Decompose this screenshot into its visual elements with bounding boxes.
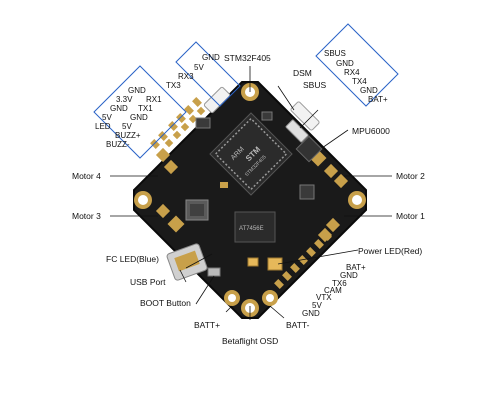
label-motor4: Motor 4 (72, 171, 101, 181)
osd-chip: AT7456E (234, 211, 276, 243)
pin-tx3: TX3 (166, 81, 181, 90)
label-boot-button: BOOT Button (140, 298, 191, 308)
pad-gnd-1: GND (340, 271, 358, 280)
pin-5v-1: 5V (102, 113, 112, 122)
pin-gnd-1: GND (128, 86, 146, 95)
pin-gnd-r2: GND (360, 86, 378, 95)
pad-cam: CAM (324, 286, 342, 295)
pinout-box-right: SBUS GND RX4 TX4 GND BAT+ (315, 23, 399, 107)
pinout-bottom-right: BAT+ GND TX6 CAM VTX 5V GND (302, 263, 366, 318)
label-osd: Betaflight OSD (222, 336, 278, 346)
label-usb-port: USB Port (130, 277, 166, 287)
pad-gnd-2: GND (302, 309, 320, 318)
label-batt-plus: BATT+ (194, 320, 220, 330)
label-gyro: MPU6000 (352, 126, 390, 136)
label-motor2: Motor 2 (396, 171, 425, 181)
label-power-led: Power LED(Red) (358, 246, 422, 256)
pads-upper-left (150, 97, 206, 149)
mcu-chip: ARM STM STM32F405 (209, 112, 293, 196)
pin-rx4: RX4 (344, 68, 360, 77)
small-components (185, 111, 315, 271)
usb-port (166, 243, 208, 281)
power-led (267, 257, 283, 271)
label-fc-led: FC LED(Blue) (106, 254, 159, 264)
pin-5v-2: 5V (122, 122, 132, 131)
pin-led: LED (95, 122, 111, 131)
pin-3v3: 3.3V (116, 95, 133, 104)
pin-gnd-3: GND (130, 113, 148, 122)
pinout-box-left: GND 3.3V RX1 GND TX1 5V LED GND 5V BUZZ+… (93, 65, 187, 159)
pin-buzz-plus: BUZZ+ (115, 131, 141, 140)
pad-5v: 5V (312, 301, 322, 310)
pad-bat-plus: BAT+ (346, 263, 366, 272)
label-dsm: DSM (293, 68, 312, 78)
pin-5v: 5V (194, 63, 204, 72)
label-sbus: SBUS (303, 80, 326, 90)
callout-lines (110, 66, 392, 320)
pad-tx6: TX6 (332, 279, 347, 288)
pin-rx1: RX1 (146, 95, 162, 104)
pin-buzz-minus: BUZZ- (106, 140, 130, 149)
pin-sbus: SBUS (324, 49, 346, 58)
gyro-chip (295, 135, 323, 163)
pin-tx1: TX1 (138, 104, 153, 113)
battery-pads (224, 290, 278, 306)
label-motor3: Motor 3 (72, 211, 101, 221)
osd-part-text: AT7456E (239, 226, 264, 232)
pin-gnd-2: GND (110, 104, 128, 113)
pin-tx4: TX4 (352, 77, 367, 86)
label-mcu: STM32F405 (224, 53, 271, 63)
pin-bat-plus: BAT+ (368, 95, 388, 104)
pin-gnd-r1: GND (336, 59, 354, 68)
pinout-box-uart3: GND 5V RX3 TX3 (166, 41, 241, 107)
label-batt-minus: BATT- (286, 320, 310, 330)
pad-vtx: VTX (316, 293, 332, 302)
pin-rx3: RX3 (178, 72, 194, 81)
connector-sbus (285, 101, 320, 143)
boot-button (207, 267, 221, 277)
label-motor1: Motor 1 (396, 211, 425, 221)
pin-gnd: GND (202, 53, 220, 62)
